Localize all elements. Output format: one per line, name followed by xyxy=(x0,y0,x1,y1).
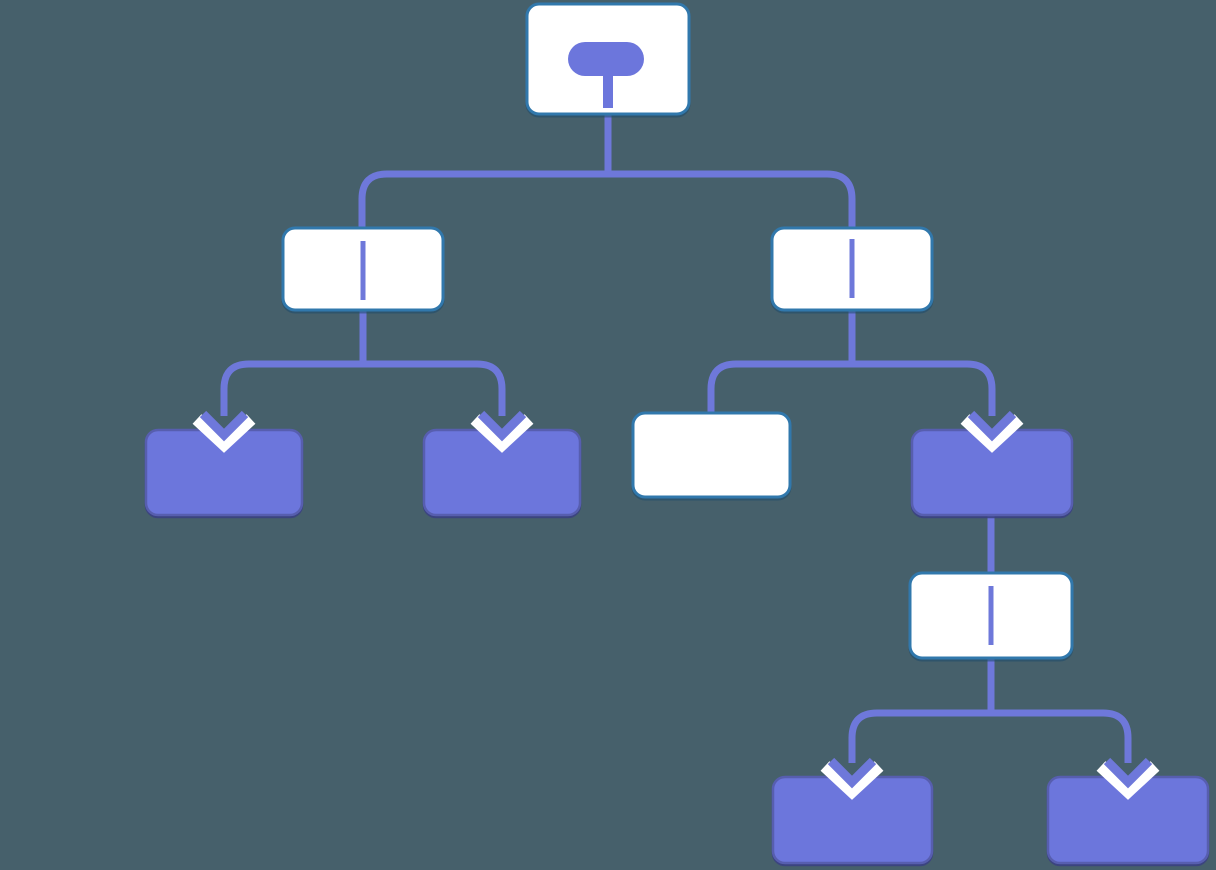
root-pill-icon xyxy=(568,42,644,108)
connector-layer xyxy=(220,112,1132,763)
node-child-right-plain[interactable] xyxy=(631,411,792,499)
root-pill-stem xyxy=(603,72,613,108)
node-branch-right[interactable] xyxy=(770,226,934,312)
node-branch-left[interactable] xyxy=(281,226,445,312)
node-root[interactable] xyxy=(525,2,691,116)
node-child-right-plain-box[interactable] xyxy=(631,411,792,499)
node-branch-lower[interactable] xyxy=(908,571,1074,660)
connector-rail-level2 xyxy=(358,170,856,228)
root-pill-shape xyxy=(568,42,644,76)
connector-rail-bottom-subtree xyxy=(848,709,1132,763)
connector-rail-right-subtree xyxy=(707,360,996,416)
connector-rail-left-subtree xyxy=(220,360,506,416)
